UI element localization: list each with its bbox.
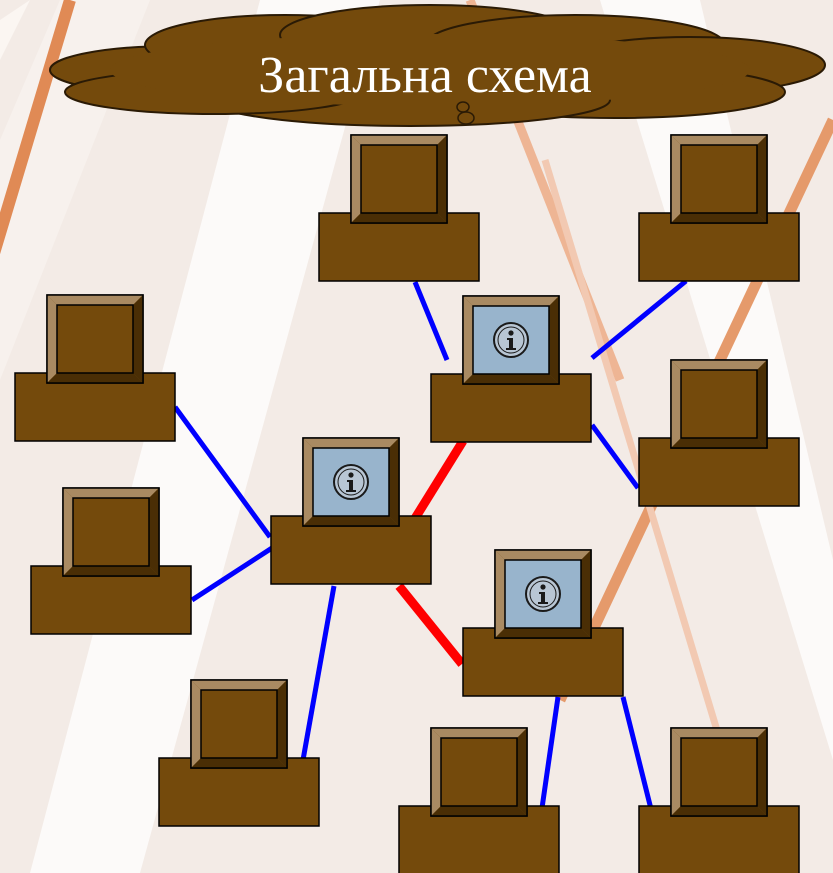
client-computer	[638, 134, 800, 282]
title-cloud	[49, 4, 826, 127]
server-link	[395, 583, 466, 667]
monitor-screen	[680, 737, 758, 807]
client-computer	[638, 727, 800, 873]
server-computer	[430, 295, 592, 443]
client-computer	[318, 134, 480, 282]
monitor-screen	[680, 369, 758, 439]
client-link	[172, 405, 273, 539]
monitor-screen	[360, 144, 438, 214]
client-link	[620, 696, 658, 826]
client-link	[539, 696, 561, 809]
monitor-screen	[56, 304, 134, 374]
info-icon	[333, 464, 369, 500]
client-computer	[398, 727, 560, 873]
client-computer	[638, 359, 800, 507]
page-title: Загальна схема	[258, 46, 592, 104]
client-computer	[14, 294, 176, 442]
monitor-screen	[680, 144, 758, 214]
client-computer	[30, 487, 192, 635]
client-computer	[158, 679, 320, 827]
monitor-screen	[440, 737, 518, 807]
server-computer	[462, 549, 624, 697]
info-icon	[493, 322, 529, 358]
client-link	[589, 423, 641, 490]
info-icon	[525, 576, 561, 612]
client-link	[190, 545, 274, 603]
server-link	[410, 438, 467, 523]
computers	[14, 134, 800, 873]
server-computer	[270, 437, 432, 585]
client-link	[300, 585, 337, 761]
client-link	[590, 279, 688, 360]
monitor-screen	[72, 497, 150, 567]
network-links	[172, 279, 688, 826]
monitor-screen	[200, 689, 278, 759]
client-link	[412, 281, 450, 361]
